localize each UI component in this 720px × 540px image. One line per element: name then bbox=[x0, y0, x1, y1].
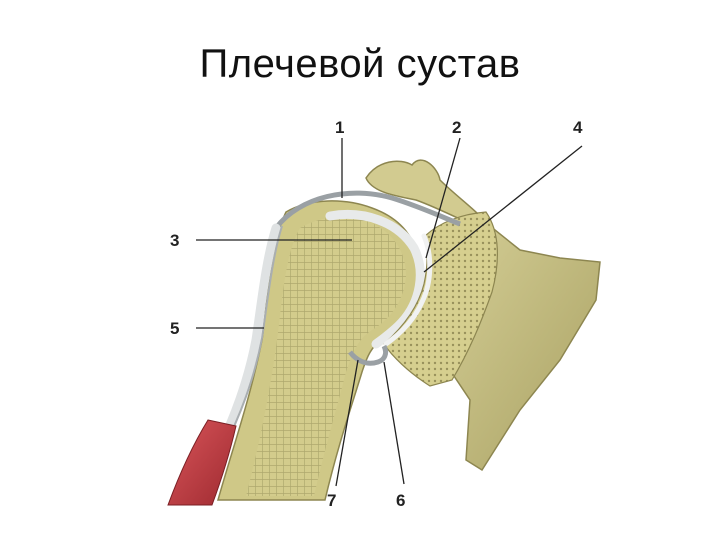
leader-lines bbox=[196, 137, 583, 487]
label-5: 5 bbox=[170, 319, 179, 338]
acromion bbox=[365, 159, 480, 221]
label-2: 2 bbox=[452, 118, 461, 137]
biceps-tendon bbox=[221, 225, 283, 453]
label-4: 4 bbox=[573, 118, 583, 137]
label-1: 1 bbox=[335, 118, 344, 137]
biceps-tendon-sheath bbox=[213, 223, 281, 457]
humerus-cancellous-bone bbox=[246, 216, 406, 497]
label-6: 6 bbox=[396, 491, 405, 510]
label-3: 3 bbox=[170, 231, 179, 250]
glenoid bbox=[383, 211, 498, 387]
glenoid-cartilage bbox=[383, 233, 433, 347]
leader-line-2 bbox=[425, 137, 461, 259]
leader-line-4 bbox=[423, 145, 583, 273]
leader-line-6 bbox=[383, 361, 405, 485]
leader-line-7 bbox=[335, 359, 359, 487]
slide-title: Плечевой сустав bbox=[199, 42, 521, 86]
joint-capsule-lower bbox=[348, 344, 389, 366]
label-7: 7 bbox=[327, 491, 336, 510]
humeral-head-cartilage bbox=[325, 209, 425, 349]
biceps-muscle bbox=[167, 419, 237, 506]
